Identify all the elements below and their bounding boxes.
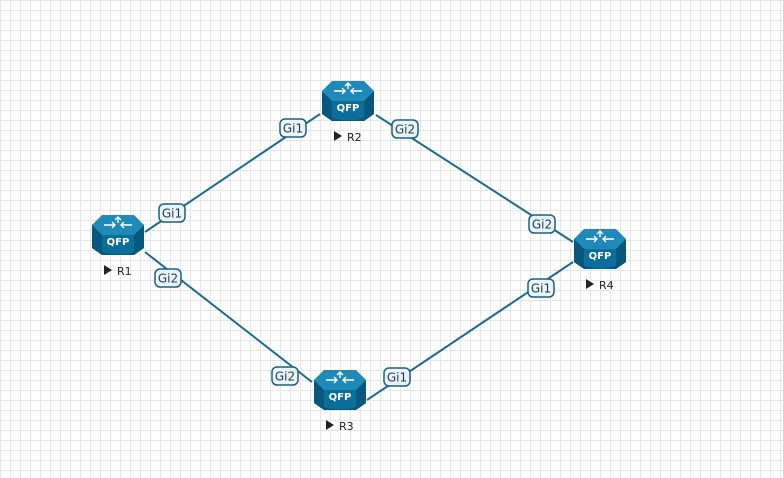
port-label-r1-gi1[interactable]: Gi1 [158,203,186,223]
port-label-r2-gi2[interactable]: Gi2 [391,119,419,139]
port-label-text: Gi2 [275,370,295,384]
device-type-text: QFP [337,103,360,114]
play-icon[interactable] [326,420,334,430]
port-label-text: Gi2 [158,272,178,286]
port-label-box [158,203,186,223]
port-label-r4-gi1[interactable]: Gi1 [527,278,555,298]
port-label-box [528,214,556,234]
router-label: R3 [339,420,354,433]
port-label-box [527,278,555,298]
play-icon[interactable] [104,265,112,275]
port-label-text: Gi2 [532,218,552,232]
port-label-box [391,119,419,139]
router-node-r2[interactable]: QFP R2 [322,81,374,144]
router-node-r1[interactable]: QFP R1 [92,215,144,278]
port-label-box [383,367,411,387]
port-label-text: Gi2 [395,123,415,137]
port-label-r3-gi1[interactable]: Gi1 [383,367,411,387]
device-type-text: QFP [329,392,352,403]
device-type-text: QFP [107,237,130,248]
router-node-r4[interactable]: QFP R4 [574,229,626,292]
links-layer [144,113,574,401]
port-label-r1-gi2[interactable]: Gi2 [154,268,182,288]
port-label-r2-gi1[interactable]: Gi1 [279,118,307,138]
port-label-text: Gi1 [162,207,182,221]
router-label: R1 [117,265,132,278]
device-type-text: QFP [589,251,612,262]
play-icon[interactable] [334,131,342,141]
port-label-box [271,366,299,386]
port-label-text: Gi1 [387,371,407,385]
router-label: R2 [347,131,362,144]
router-icon [314,370,366,410]
router-icon [574,229,626,269]
play-icon[interactable] [586,279,594,289]
port-label-r4-gi2[interactable]: Gi2 [528,214,556,234]
port-label-box [154,268,182,288]
router-label: R4 [599,279,614,292]
router-icon [92,215,144,255]
router-node-r3[interactable]: QFP R3 [314,370,366,433]
router-icon [322,81,374,121]
port-label-text: Gi1 [531,282,551,296]
port-label-text: Gi1 [283,122,303,136]
port-label-r3-gi2[interactable]: Gi2 [271,366,299,386]
port-label-box [279,118,307,138]
